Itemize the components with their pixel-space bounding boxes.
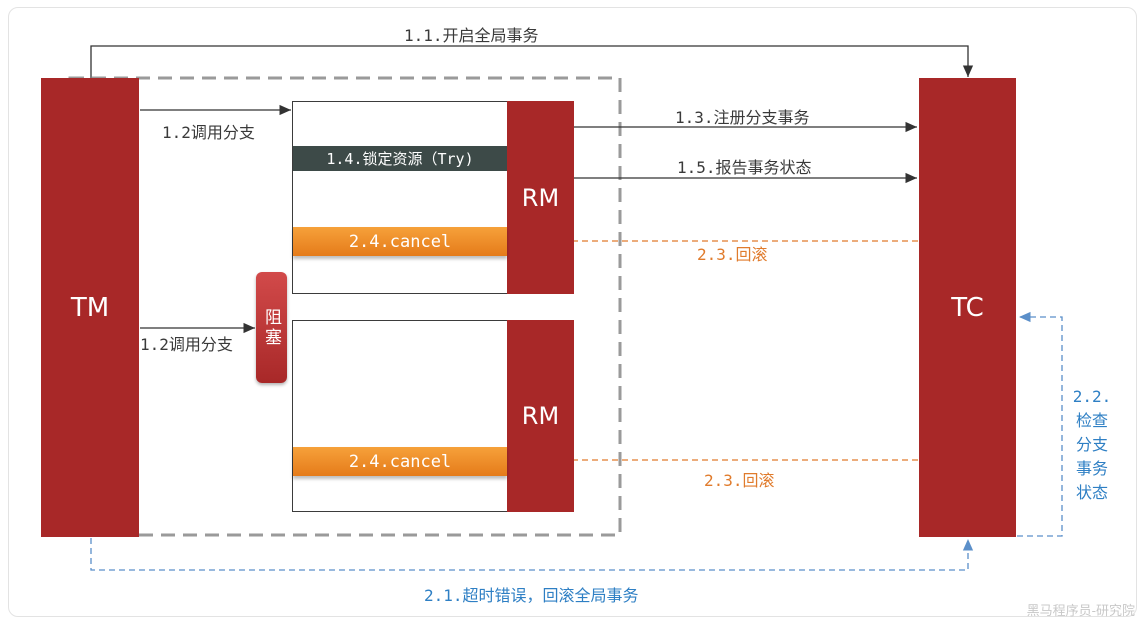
label-rollback-1: 2.3.回滚 bbox=[697, 245, 768, 264]
label-rollback-2: 2.3.回滚 bbox=[704, 471, 775, 490]
lock-resource-label: 1.4.锁定资源（Try) bbox=[326, 150, 474, 168]
cancel-label-2: 2.4.cancel bbox=[348, 451, 452, 472]
tc-node: TC bbox=[919, 78, 1016, 537]
cancel-step-1: 2.4.cancel bbox=[293, 227, 507, 256]
lock-resource-try: 1.4.锁定资源（Try) bbox=[293, 146, 507, 171]
label-register-branch: 1.3.注册分支事务 bbox=[675, 108, 810, 127]
arrow-timeout-rollback bbox=[90, 538, 974, 571]
branch-box-1 bbox=[292, 101, 510, 294]
block-indicator: 阻塞 bbox=[256, 272, 287, 383]
cancel-label-1: 2.4.cancel bbox=[348, 231, 452, 252]
block-label: 阻塞 bbox=[261, 307, 281, 348]
label-call-branch-1: 1.2调用分支 bbox=[162, 123, 255, 142]
tm-label: TM bbox=[70, 292, 110, 323]
label-timeout-rollback: 2.1.超时错误，回滚全局事务 bbox=[424, 586, 639, 605]
watermark: 黑马程序员-研究院 bbox=[1026, 604, 1135, 619]
rm-label-1: RM bbox=[521, 183, 560, 212]
branch-box-2 bbox=[292, 320, 510, 512]
tc-label: TC bbox=[951, 292, 984, 323]
rm-label-2: RM bbox=[521, 402, 560, 430]
rm-node-1: RM bbox=[507, 101, 574, 294]
cancel-step-2: 2.4.cancel bbox=[293, 447, 507, 476]
label-open-global: 1.1.开启全局事务 bbox=[404, 26, 539, 45]
label-check-status: 2.2. 检查 分支 事务 状态 bbox=[1072, 387, 1112, 502]
label-report-status: 1.5.报告事务状态 bbox=[677, 158, 812, 177]
arrow-check-status bbox=[1017, 311, 1063, 537]
rm-node-2: RM bbox=[507, 320, 574, 512]
label-call-branch-2: 1.2调用分支 bbox=[140, 335, 233, 354]
tm-node: TM bbox=[41, 78, 139, 537]
arrow-open-global bbox=[90, 45, 974, 78]
